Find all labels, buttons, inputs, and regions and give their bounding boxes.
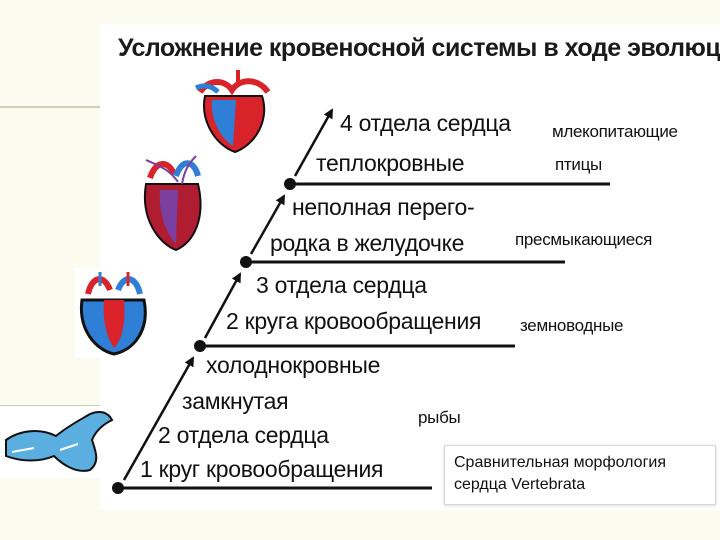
stage-amphibians-line1: 3 отдела сердца xyxy=(256,272,427,298)
mammal-heart-icon xyxy=(194,70,271,154)
stage-mammals-line1: 4 отдела сердца xyxy=(340,110,511,136)
level-dot-reptiles xyxy=(240,256,252,268)
arrow-reptiles-to-birds xyxy=(249,194,286,255)
group-label-birds: птицы xyxy=(555,155,602,174)
stage-fish-line2: замкнутая xyxy=(182,388,289,414)
decorative-rule-top xyxy=(0,106,100,108)
level-dot-fish xyxy=(112,482,124,494)
level-dot-birds xyxy=(284,178,296,190)
arrow-amphibians-to-reptiles xyxy=(203,272,242,339)
stage-base-line2: 1 круг кровообращения xyxy=(140,456,384,482)
caption-box: Сравнительная морфология сердца Vertebra… xyxy=(444,445,716,505)
arrow-fish-to-amphibians xyxy=(122,356,195,481)
stage-reptiles-line1: неполная перего- xyxy=(292,194,475,220)
stage-mammals-line2: теплокровные xyxy=(316,150,465,176)
caption-line-2: сердца Vertebrata xyxy=(454,476,586,493)
group-label-mammals: млекопитающие xyxy=(552,122,678,141)
arrow-birds-to-mammals xyxy=(293,108,334,177)
diagram-title: Усложнение кровеносной системы в ходе эв… xyxy=(118,34,720,62)
reptile-heart-icon xyxy=(136,150,206,254)
stage-reptiles-line2: родка в желудочке xyxy=(270,230,465,256)
amphibian-heart-icon xyxy=(75,268,153,358)
level-dot-amphibians xyxy=(194,340,206,352)
fish-heart-icon xyxy=(0,406,118,478)
stage-fish-line1: холоднокровные xyxy=(206,352,381,378)
group-label-fish: рыбы xyxy=(418,408,461,427)
stage-base-line1: 2 отдела сердца xyxy=(158,422,329,448)
stage-amphibians-line2: 2 круга кровообращения xyxy=(226,308,482,334)
group-label-amphibians: земноводные xyxy=(520,316,624,335)
group-label-reptiles: пресмыкающиеся xyxy=(515,230,652,249)
caption-line-1: Сравнительная морфология xyxy=(454,454,667,471)
